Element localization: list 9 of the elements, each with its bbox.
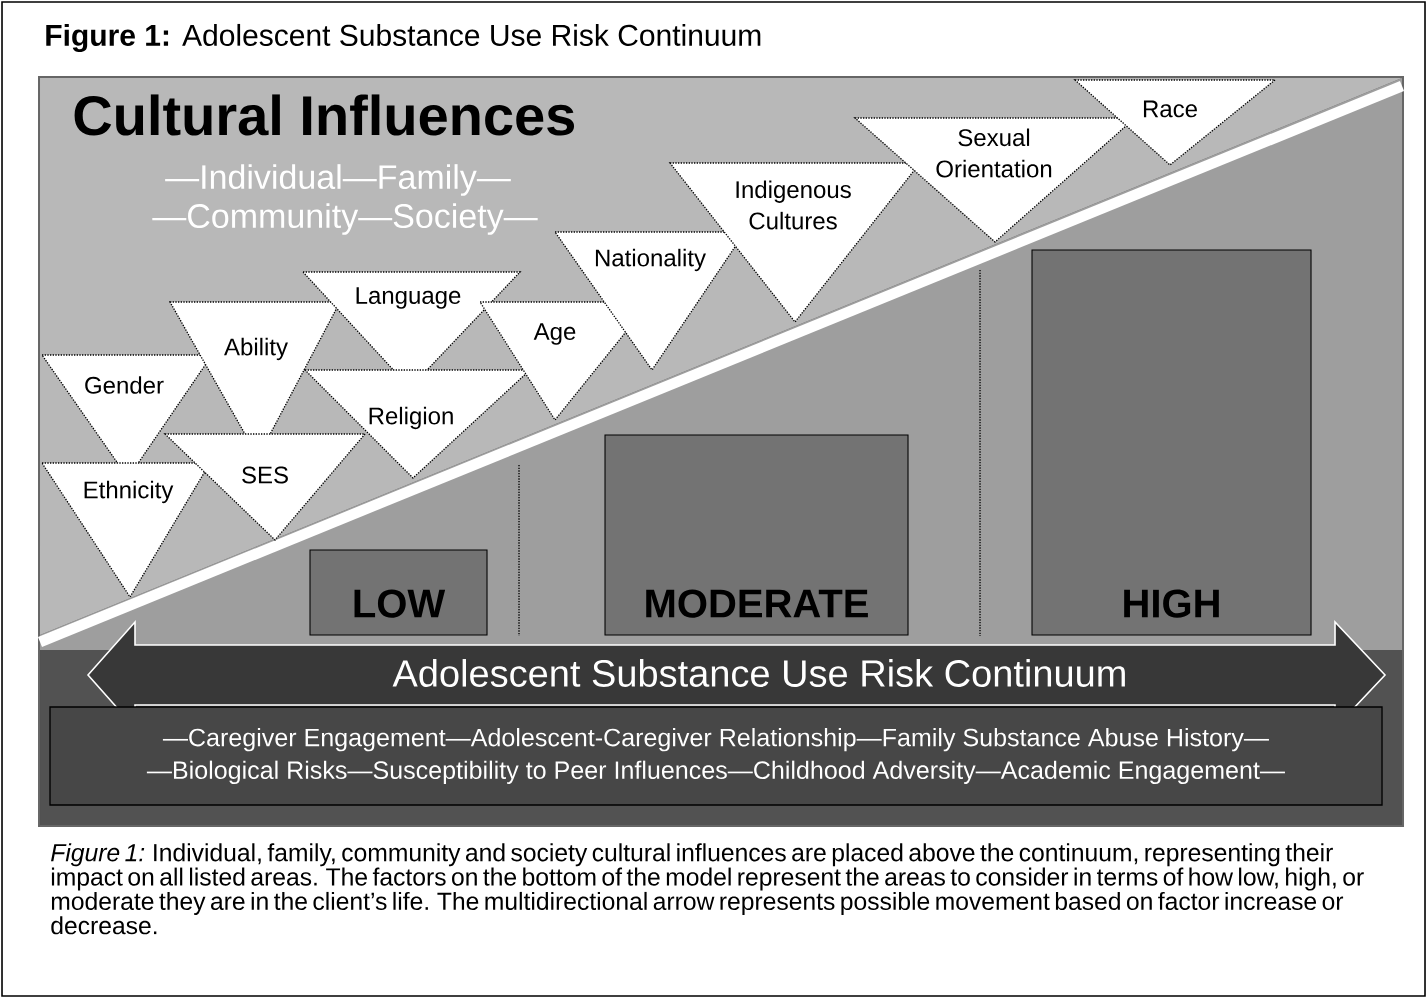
- level-box: MODERATE: [604, 434, 909, 636]
- factors-box: —Caregiver Engagement—Adolescent-Caregiver Relationship—Family Substance Abuse History— —Biological Risks—Susceptibility to Peer Influences—Childhood Adversity—Academic Engagement—: [49, 706, 1383, 806]
- level-box: HIGH: [1031, 249, 1312, 636]
- heading: Cultural Influences: [74, 94, 575, 136]
- scope-text: —Community—Society—: [152, 203, 538, 235]
- scope-text: —Individual—Family—: [165, 164, 511, 196]
- level-box: LOW: [309, 549, 488, 636]
- figure-title: Figure 1: Adolescent Substance Use Risk Continuum: [46, 23, 761, 53]
- caption: Figure 1: Individual, family, community and society cultural influences are placed above the continuum, representing their impact on all listed areas. The factors on the bottom of the model represent the areas to consider in terms of how low, high, or moderate they are in the client’s life. The multidirectional arrow represents possible movement based on factor increase or decrease.: [51, 843, 1364, 935]
